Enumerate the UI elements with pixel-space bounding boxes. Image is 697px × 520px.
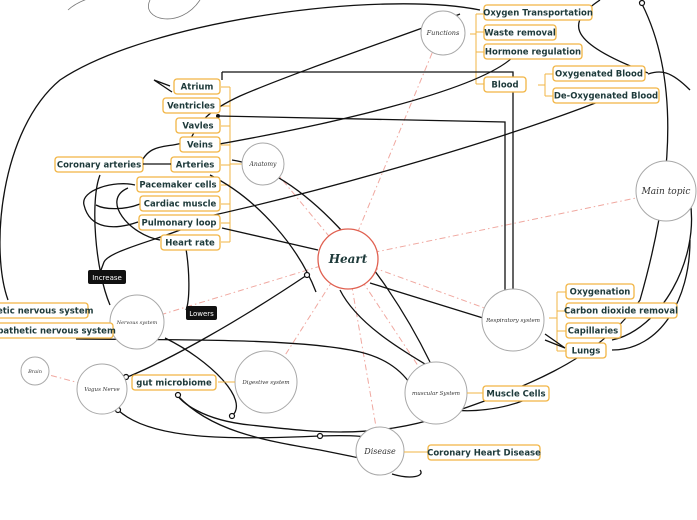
tag-vavles[interactable]: Vavles: [175, 117, 221, 134]
tag-pacemaker-cells[interactable]: Pacemaker cells: [136, 176, 221, 193]
tag-parasympathetic-nervous-system[interactable]: Parasympathetic nervous system: [0, 322, 116, 339]
tag-pulmonary-loop-label: Pulmonary loop: [141, 219, 216, 229]
topic-braces: [0, 13, 566, 352]
tag-sympathetic-label: Sympathetic nervous system: [0, 307, 94, 317]
tag-ventricles-label: Ventricles: [167, 102, 215, 112]
topic-anatomy-label: Anatomy: [249, 161, 277, 168]
tag-gut-microbiome-label: gut microbiome: [136, 379, 212, 389]
topic-functions-label: Functions: [426, 29, 460, 37]
tag-hormone-regulation[interactable]: Hormone regulation: [483, 43, 583, 60]
tag-arteries[interactable]: Arteries: [170, 156, 221, 173]
tag-coronary-arteries-label: Coronary arteries: [57, 161, 141, 171]
tag-coronary-heart-disease-label: Coronary Heart Disease: [427, 449, 541, 459]
tag-cardiac-muscle[interactable]: Cardiac muscle: [139, 195, 221, 212]
tag-oxygen-transportation[interactable]: Oxygen Transportation: [483, 4, 593, 21]
tag-atrium-label: Atrium: [181, 83, 214, 93]
topic-functions[interactable]: Functions: [420, 10, 466, 56]
topic-disease-label: Disease: [363, 447, 396, 456]
tag-heart-rate-label: Heart rate: [165, 239, 215, 249]
topic-disease[interactable]: Disease: [355, 426, 405, 476]
topic-brain[interactable]: Brain: [20, 356, 50, 386]
central-topic[interactable]: Heart: [317, 228, 379, 290]
tag-pacemaker-cells-label: Pacemaker cells: [139, 181, 216, 191]
topic-brain-label: Brain: [27, 369, 42, 375]
tag-cardiac-muscle-label: Cardiac muscle: [144, 200, 217, 210]
tag-oxygenated-blood[interactable]: Oxygenated Blood: [552, 65, 646, 82]
label-lowers[interactable]: Lowers: [186, 306, 217, 320]
tag-parasympathetic-label: Parasympathetic nervous system: [0, 327, 116, 337]
tag-coronary-heart-disease[interactable]: Coronary Heart Disease: [427, 444, 541, 461]
tag-lungs[interactable]: Lungs: [565, 342, 607, 359]
tag-lungs-label: Lungs: [572, 347, 601, 357]
tag-hormone-regulation-label: Hormone regulation: [485, 48, 581, 58]
tag-oxygenation[interactable]: Oxygenation: [565, 283, 635, 300]
tag-blood[interactable]: Blood: [483, 76, 527, 93]
tag-blood-label: Blood: [491, 81, 518, 91]
tag-gut-microbiome[interactable]: gut microbiome: [131, 374, 217, 391]
tag-pulmonary-loop[interactable]: Pulmonary loop: [138, 214, 221, 231]
tag-capillaries[interactable]: Capillaries: [565, 322, 622, 339]
tag-carbon-dioxide-removal[interactable]: Carbon dioxide removal: [564, 302, 678, 319]
label-lowers-text: Lowers: [189, 310, 214, 318]
tag-ventricles[interactable]: Ventricles: [162, 97, 221, 114]
main-topic-label: Main topic: [641, 187, 691, 197]
tag-carbon-dioxide-removal-label: Carbon dioxide removal: [564, 307, 678, 317]
tag-coronary-arteries[interactable]: Coronary arteries: [54, 156, 144, 173]
tag-atrium[interactable]: Atrium: [173, 78, 221, 95]
topic-nervous-label: Nervous system: [116, 320, 158, 326]
topic-digestive-label: Digestive system: [241, 380, 289, 386]
central-topic-label: Heart: [328, 252, 368, 266]
topic-anatomy[interactable]: Anatomy: [241, 142, 285, 186]
label-increase-text: Increase: [92, 274, 122, 282]
tag-arteries-label: Arteries: [176, 161, 215, 171]
tag-veins[interactable]: Veins: [179, 136, 221, 153]
topic-muscular-label: muscular System: [412, 391, 460, 397]
topic-respiratory[interactable]: Respiratory system: [481, 288, 545, 352]
tag-waste-removal-label: Waste removal: [484, 29, 556, 39]
topic-muscular[interactable]: muscular System: [404, 361, 468, 425]
main-topic-node[interactable]: Main topic: [635, 160, 697, 222]
tag-waste-removal[interactable]: Waste removal: [483, 24, 557, 41]
tag-muscle-cells-label: Muscle Cells: [486, 390, 545, 400]
tag-sympathetic-nervous-system[interactable]: Sympathetic nervous system: [0, 302, 94, 319]
topic-digestive[interactable]: Digestive system: [234, 350, 298, 414]
tag-capillaries-label: Capillaries: [568, 327, 618, 337]
topic-vagus[interactable]: Vagus Nerve: [76, 363, 128, 415]
tag-deoxygenated-blood-label: De-Oxygenated Blood: [554, 92, 658, 102]
tag-veins-label: Veins: [187, 141, 213, 151]
topic-respiratory-label: Respiratory system: [485, 318, 540, 324]
topic-nervous[interactable]: Nervous system: [109, 294, 165, 350]
tag-vavles-label: Vavles: [182, 122, 213, 132]
tag-oxygenation-label: Oxygenation: [570, 288, 631, 298]
tag-oxygenated-blood-label: Oxygenated Blood: [555, 70, 643, 80]
topic-vagus-label: Vagus Nerve: [84, 387, 120, 393]
label-increase[interactable]: Increase: [88, 270, 126, 284]
tag-deoxygenated-blood[interactable]: De-Oxygenated Blood: [552, 87, 660, 104]
tag-muscle-cells[interactable]: Muscle Cells: [482, 385, 550, 402]
tag-oxygen-transportation-label: Oxygen Transportation: [483, 9, 593, 19]
tag-heart-rate[interactable]: Heart rate: [160, 234, 221, 251]
